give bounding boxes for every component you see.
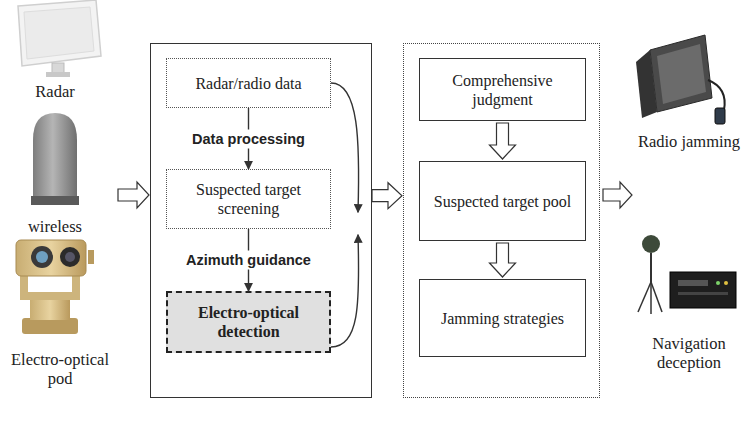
navigation-deception-illustration: [638, 235, 736, 314]
node-text: Comprehensive judgment: [420, 67, 585, 113]
edge-label: Azimuth guidance: [183, 251, 314, 270]
device-label: wireless: [5, 217, 105, 236]
node-text: Jamming strategies: [433, 305, 572, 332]
process-group-box: Radar/radio dataSuspected target screeni…: [150, 43, 372, 398]
output-hollow-arrow: [603, 182, 632, 208]
process-box: Jamming strategies: [419, 279, 586, 357]
flow-arrow: [331, 235, 359, 347]
radar-illustration: [18, 0, 101, 77]
process-box: Suspected target screening: [166, 169, 331, 229]
hollow-arrow: [372, 183, 402, 209]
process-box: Suspected target pool: [419, 161, 586, 241]
device-label: Radio jamming: [630, 132, 748, 151]
decision-group-box: Comprehensive judgmentSuspected target p…: [403, 43, 600, 398]
hollow-arrow: [490, 243, 516, 277]
node-text: Electro-optical detection: [168, 299, 329, 345]
detection-box: Electro-optical detection: [166, 291, 331, 353]
data-box: Radar/radio data: [166, 58, 331, 108]
process-box: Comprehensive judgment: [419, 58, 586, 121]
hollow-arrow: [490, 123, 516, 159]
edge-label: Data processing: [189, 129, 308, 148]
node-text: Suspected target screening: [167, 176, 330, 222]
input-hollow-arrow: [118, 182, 149, 208]
radio-jamming-illustration: [636, 35, 725, 124]
device-label: Electro-optical pod: [5, 350, 115, 388]
electro-optical-pod-illustration: [16, 240, 94, 334]
node-text: Radar/radio data: [187, 70, 309, 97]
device-label: Radar: [5, 82, 105, 101]
device-label: Navigation deception: [630, 334, 748, 372]
flow-arrow: [331, 83, 359, 212]
node-text: Suspected target pool: [426, 188, 579, 215]
wireless-antenna-illustration: [31, 113, 79, 205]
